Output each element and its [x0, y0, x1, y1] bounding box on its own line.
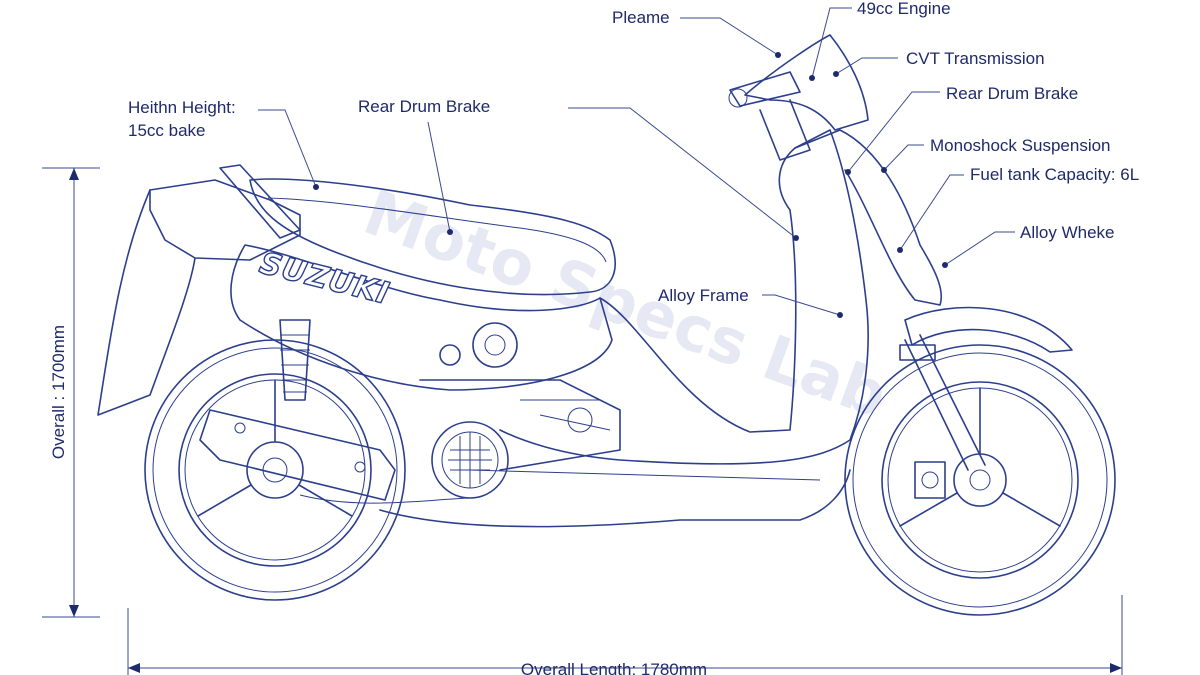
callout-rear-drum-brake-right: Rear Drum Brake — [946, 84, 1078, 103]
callout-cvt-transmission: CVT Transmission — [906, 49, 1045, 68]
callout-engine: 49cc Engine — [857, 0, 951, 18]
callout-leaders — [258, 7, 1015, 318]
callout-pleame: Pleame — [612, 8, 670, 27]
brand-logo: SUZUKI — [256, 246, 393, 312]
length-dimension — [127, 595, 1123, 675]
callout-height-line2: 15cc bake — [128, 121, 206, 140]
callout-rear-drum-brake-top: Rear Drum Brake — [358, 97, 490, 116]
watermark-text: Moto Specs Lab — [355, 175, 897, 432]
callout-height-line1: Heithn Height: — [128, 98, 236, 117]
overall-height-label: Overall : 1700mm — [49, 325, 68, 459]
callout-monoshock: Monoshock Suspension — [930, 136, 1111, 155]
scooter-body — [97, 34, 1073, 528]
callout-fuel-tank: Fuel tank Capacity: 6L — [970, 165, 1139, 184]
callout-alloy-frame: Alloy Frame — [658, 286, 749, 305]
height-dimension — [42, 167, 100, 618]
overall-length-label: Overall Length: 1780mm — [521, 660, 707, 675]
rear-wheel — [144, 339, 406, 601]
callout-alloy-wheel: Alloy Wheke — [1020, 223, 1114, 242]
